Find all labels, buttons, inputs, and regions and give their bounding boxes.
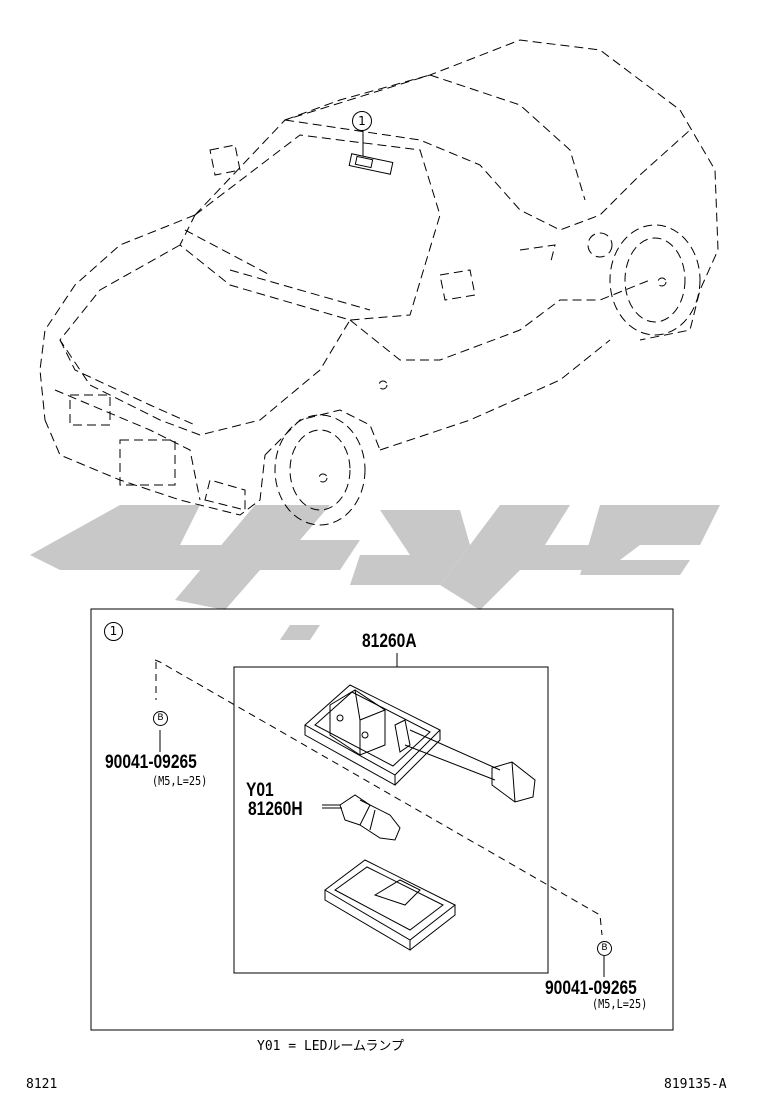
footer-page-code: 8121	[26, 1077, 58, 1092]
bulb-code: Y01	[246, 780, 274, 801]
screw-left-spec: (M5,L=25)	[152, 774, 208, 788]
callout-marker-detail: 1	[104, 622, 123, 641]
detail-frame	[90, 608, 674, 1031]
roof-lamp-location	[348, 130, 394, 175]
lamp-housing-drawing	[304, 684, 536, 803]
screw-right-part-number: 90041-09265	[545, 978, 637, 999]
footer-illustration-id: 819135-A	[664, 1077, 727, 1092]
screw-right-spec: (M5,L=25)	[592, 997, 648, 1011]
bulb-part-number: 81260H	[248, 799, 303, 820]
screw-marker-right: B	[597, 941, 612, 956]
callout-marker-top: 1	[352, 111, 372, 131]
screw-marker-left: B	[153, 711, 168, 726]
led-bulb-drawing	[322, 794, 401, 841]
bulb-legend: Y01 = LEDルームランプ	[257, 1039, 405, 1054]
assembly-part-number: 81260A	[362, 631, 417, 652]
vehicle-outline	[39, 39, 719, 526]
assembly-box	[233, 666, 549, 974]
watermark-logo	[30, 505, 720, 640]
lamp-lens-drawing	[324, 859, 456, 951]
screw-left-part-number: 90041-09265	[105, 752, 197, 773]
